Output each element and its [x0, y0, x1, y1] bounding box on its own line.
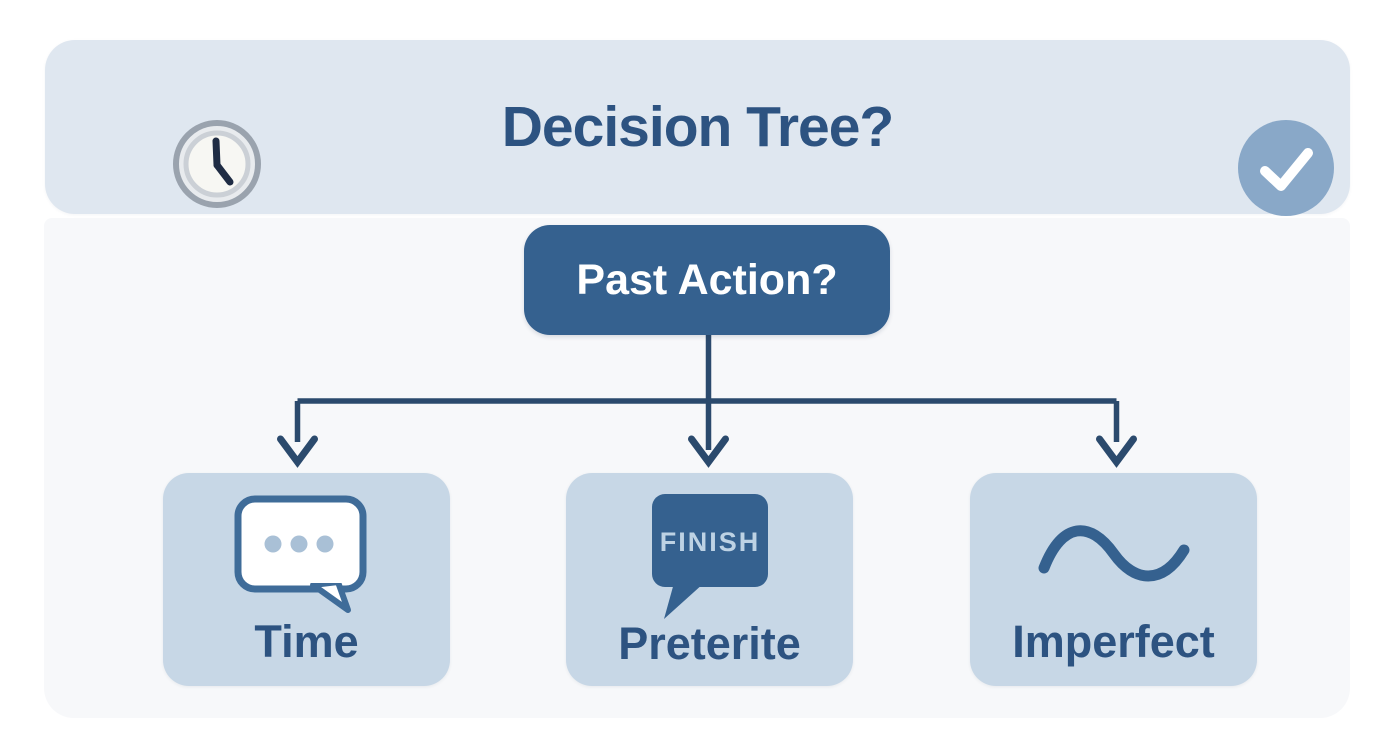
finish-bubble-text: FINISH	[659, 527, 760, 557]
clock-icon	[172, 119, 262, 209]
branch-label-imperfect: Imperfect	[1012, 616, 1215, 667]
wave-icon	[1034, 489, 1194, 619]
check-icon[interactable]	[1236, 118, 1336, 218]
branch-label-time: Time	[254, 616, 359, 667]
branch-label-preterite: Preterite	[618, 618, 801, 669]
header-bar: Decision Tree?	[45, 40, 1350, 216]
page-title: Decision Tree?	[501, 95, 895, 159]
speech-bubble-ellipsis-icon	[229, 489, 384, 619]
root-node-past-action[interactable]: Past Action?	[524, 225, 890, 335]
branch-card-preterite[interactable]: FINISH Preterite	[566, 473, 853, 686]
root-node-label: Past Action?	[576, 255, 838, 304]
branch-card-imperfect[interactable]: Imperfect	[970, 473, 1257, 686]
speech-bubble-finish-icon: FINISH	[640, 489, 780, 621]
branch-card-time[interactable]: Time	[163, 473, 450, 686]
